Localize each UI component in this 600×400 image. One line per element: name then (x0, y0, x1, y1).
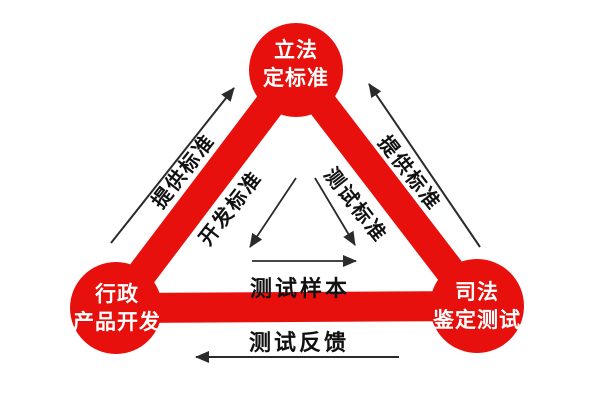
node-bottom-right-circle (430, 259, 524, 353)
edge-label-test-feedback: 测试反馈 (248, 331, 350, 356)
node-top-circle (249, 23, 343, 117)
node-bottom-left-line2: 产品开发 (73, 310, 161, 334)
node-bottom-left-line1: 行政 (95, 282, 139, 306)
arrow-left-outer (110, 87, 235, 244)
node-bottom-right-line2: 鉴定测试 (433, 308, 521, 332)
node-bottom-left-label: 行政 产品开发 (73, 280, 161, 336)
node-top-line2: 定标准 (263, 66, 329, 90)
edge-label-test-sample: 测试样本 (249, 277, 351, 302)
node-bottom-right-label: 司法 鉴定测试 (433, 278, 521, 334)
node-top-line1: 立法 (274, 38, 318, 62)
arrow-inner-left (249, 177, 297, 248)
node-bottom-left-circle (70, 262, 162, 354)
node-bottom-right-line1: 司法 (455, 280, 499, 304)
node-top-label: 立法 定标准 (263, 36, 329, 92)
triangle-edges (85, 45, 508, 324)
arrow-right-outer (368, 83, 481, 248)
arrow-inner-right (314, 177, 356, 246)
